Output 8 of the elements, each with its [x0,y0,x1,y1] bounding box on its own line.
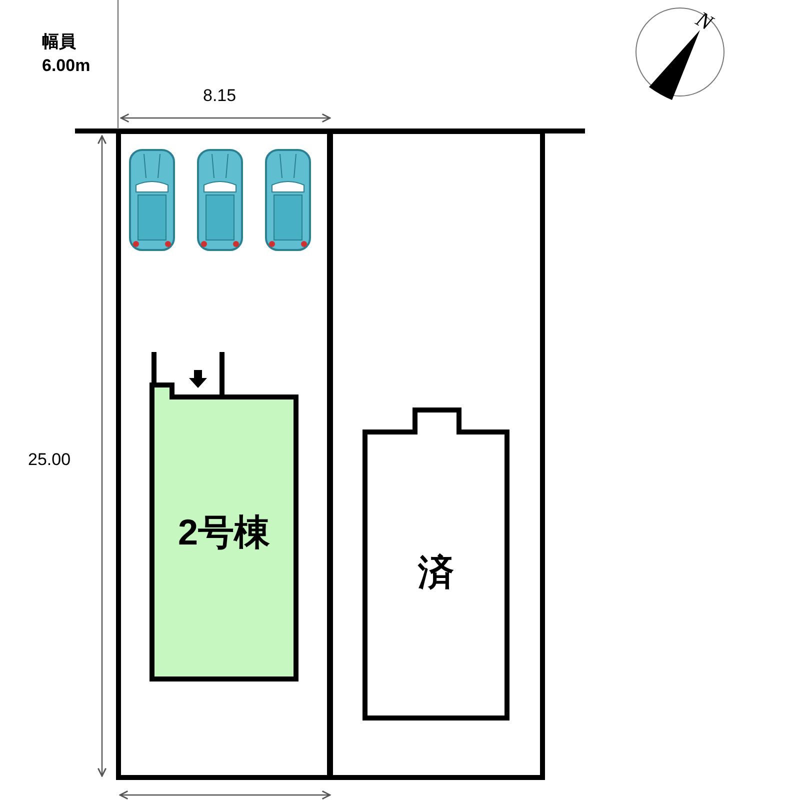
house-outline [150,383,298,681]
north-label: N [691,6,718,36]
dimension-label: 8.15 [203,86,236,106]
building-label: 2号棟 [178,510,270,554]
road-width-label: 幅員 6.00m [42,31,92,77]
building-label: 済 [418,550,454,594]
dimension-label: 25.00 [28,450,71,470]
building-outline [363,408,509,720]
